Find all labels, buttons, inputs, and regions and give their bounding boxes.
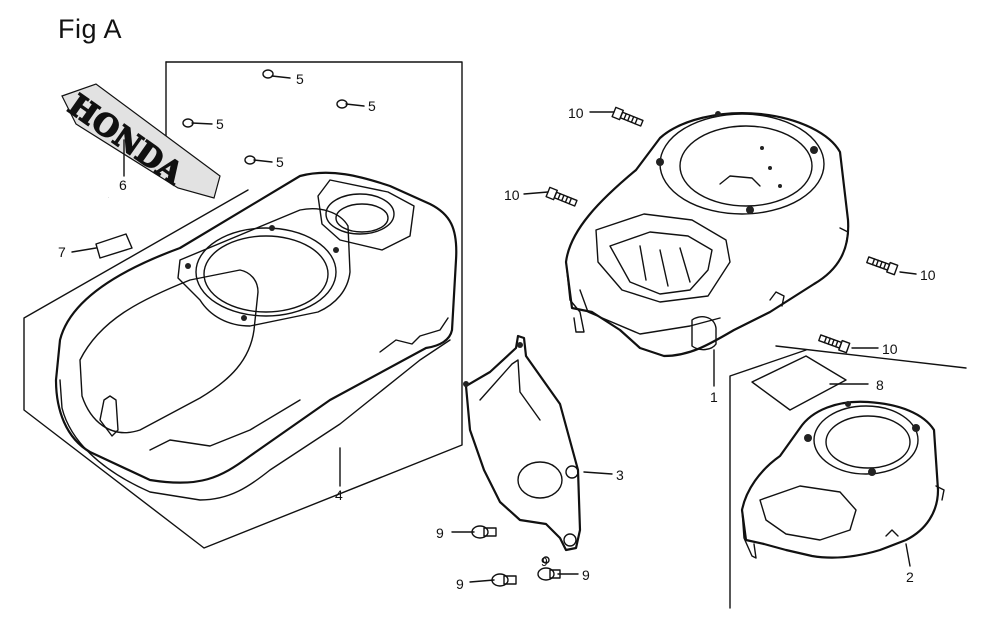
fan-cover-1 <box>564 111 850 358</box>
nut-icon <box>182 69 348 165</box>
callout-10: 10 <box>504 187 520 203</box>
shroud-cover-4 <box>54 171 458 501</box>
callout-labels: 5 5 5 5 6 7 4 3 9 9 9 9 10 10 10 10 8 1 … <box>58 71 936 592</box>
callout-5: 5 <box>276 154 284 170</box>
callout-10: 10 <box>568 105 584 121</box>
fan-cover-2 <box>740 400 945 559</box>
callout-4: 4 <box>335 487 343 503</box>
callout-8: 8 <box>876 377 884 393</box>
callout-7: 7 <box>58 244 66 260</box>
air-guide-plate-3 <box>463 334 582 552</box>
callout-9: 9 <box>582 567 590 583</box>
leader-lines <box>71 75 917 583</box>
callout-1: 1 <box>710 389 718 405</box>
callout-5: 5 <box>296 71 304 87</box>
assembly-bracket-left <box>23 61 463 549</box>
callout-3: 3 <box>616 467 624 483</box>
bolt-icon <box>545 106 899 354</box>
honda-emblem: HONDA <box>61 83 221 199</box>
callout-8: 8 <box>108 197 109 199</box>
callout-2: 2 <box>906 569 914 585</box>
callout-10: 10 <box>920 267 936 283</box>
callout-9: 9 <box>436 525 444 541</box>
callout-9: 9 <box>456 576 464 592</box>
callout-6: 6 <box>119 177 127 193</box>
figure-title: Fig A <box>58 14 123 44</box>
callout-9: 9 <box>541 555 548 569</box>
callout-10: 10 <box>882 341 898 357</box>
label-plate-7 <box>95 233 133 259</box>
label-plate-8 <box>751 355 847 411</box>
assembly-bracket-right <box>729 345 967 609</box>
callout-5: 5 <box>216 116 224 132</box>
callout-5: 5 <box>368 98 376 114</box>
